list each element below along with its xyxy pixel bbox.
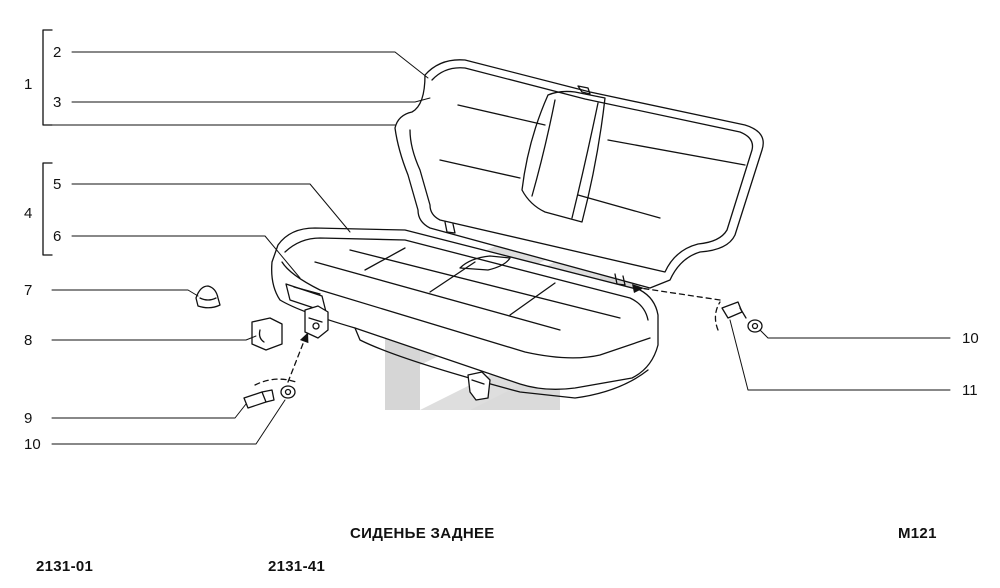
callout-11: 11 xyxy=(962,382,978,399)
seat-back xyxy=(394,59,764,289)
part-8-clip xyxy=(251,317,283,351)
model-code-2: 2131-41 xyxy=(268,558,326,575)
part-10-nut-left xyxy=(280,385,296,399)
callout-2: 2 xyxy=(53,44,62,61)
lower-bracket xyxy=(467,371,491,401)
leader-lines xyxy=(42,51,951,445)
part-7-bumper xyxy=(195,285,221,309)
callout-9: 9 xyxy=(24,410,33,427)
callout-6: 6 xyxy=(53,228,62,245)
callout-8: 8 xyxy=(24,332,33,349)
diagram-title: СИДЕНЬЕ ЗАДНЕЕ xyxy=(350,525,495,542)
seat-cushion xyxy=(271,227,659,399)
part-11-bolt-right xyxy=(721,301,747,319)
part-10-nut-right xyxy=(747,319,763,333)
group-brackets xyxy=(42,29,53,256)
diagram-code: M121 xyxy=(898,525,937,542)
model-code-1: 2131-01 xyxy=(36,558,94,575)
callout-5: 5 xyxy=(53,176,62,193)
part-9-bolt xyxy=(243,389,275,409)
callout-10-right: 10 xyxy=(962,330,979,347)
callout-7: 7 xyxy=(24,282,33,299)
assembly-arrows xyxy=(254,287,721,386)
callout-3: 3 xyxy=(53,94,62,111)
callout-10-left: 10 xyxy=(24,436,41,453)
latch-bracket xyxy=(304,305,329,339)
callout-1: 1 xyxy=(24,76,33,93)
callout-4: 4 xyxy=(24,205,33,222)
